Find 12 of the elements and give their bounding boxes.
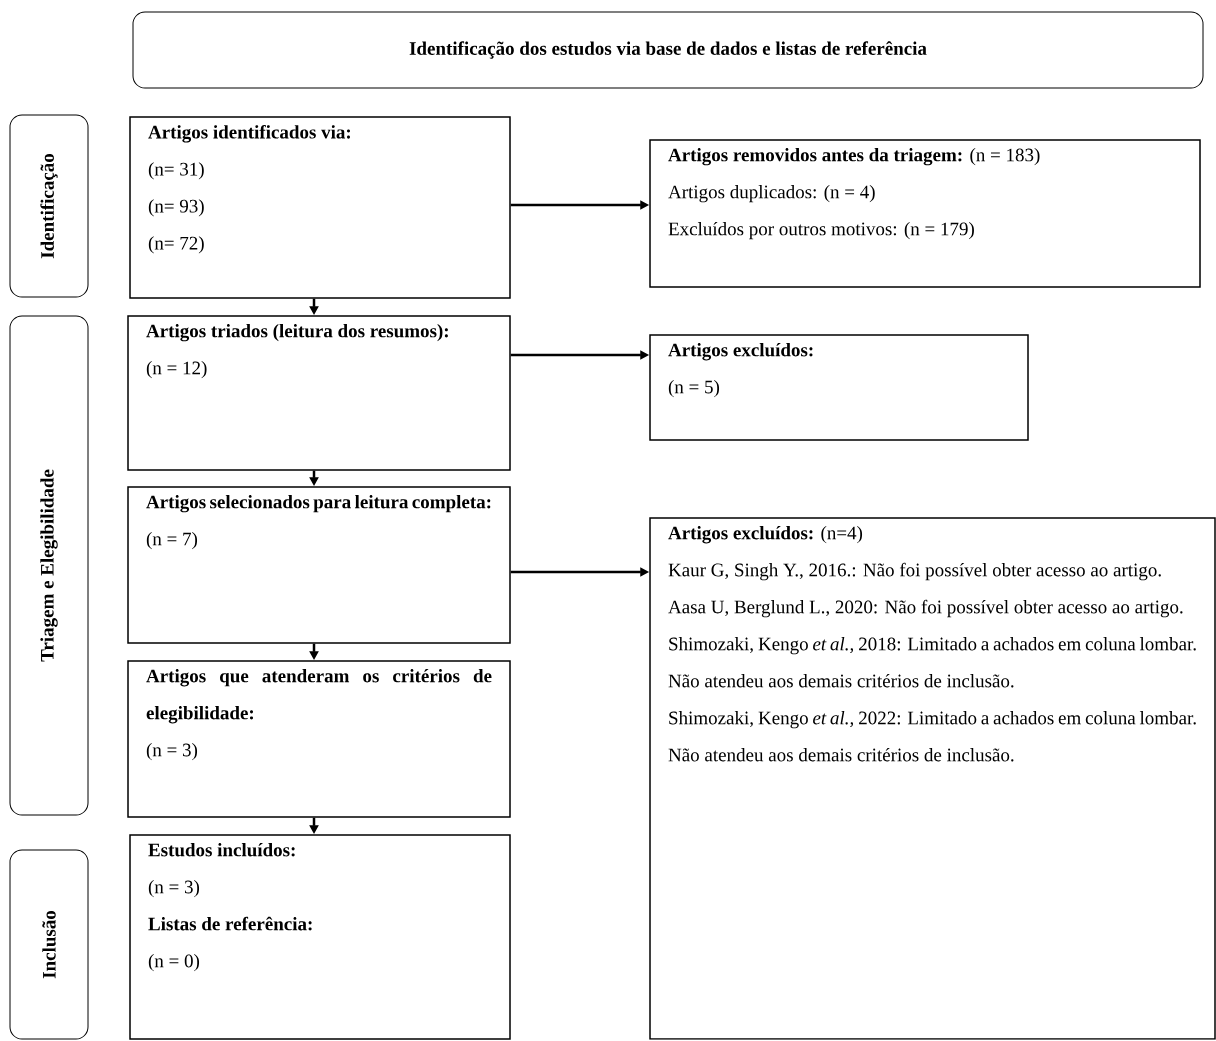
header-box: Identificação dos estudos via base de dados e listas de referência (132, 11, 1204, 89)
stage-band: Inclusão (9, 849, 89, 1040)
process-box: Artigos excluídos: (n = 5) (649, 334, 1029, 441)
stage-band: Identificação (9, 114, 89, 298)
process-box: Artigos excluídos: (n=4) Kaur G, Singh Y., 2016.: Não foi possível obter acesso ao artigo. Aasa U, Berglund L., 2020: Não foi possível obter acesso ao artigo. Shimozaki, Kengo et al., 2018: Limitado a achados em coluna lombar. Não atendeu aos demais critérios de inclusão. Shimozaki, Kengo et al., 2022: Limitado a achados em coluna lombar. Não atendeu aos demais critérios de inclusão. (649, 517, 1216, 1040)
process-box: Artigos triados (leitura dos resumos): (n = 12) (127, 315, 511, 471)
process-box: Artigos selecionados para leitura completa: (n = 7) (127, 486, 511, 644)
process-box: Artigos removidos antes da triagem: (n = 183) Artigos duplicados: (n = 4) Excluídos por outros motivos: (n = 179) (649, 139, 1201, 288)
process-box: Artigos identificados via: (n= 31) (n= 93) (n= 72) (129, 116, 511, 299)
process-box: Estudos incluídos: (n = 3) Listas de referência: (n = 0) (129, 834, 511, 1040)
process-box: Artigos que atenderam os critérios de elegibilidade: (n = 3) (127, 660, 511, 818)
stage-band: Triagem e Elegibilidade (9, 315, 89, 816)
